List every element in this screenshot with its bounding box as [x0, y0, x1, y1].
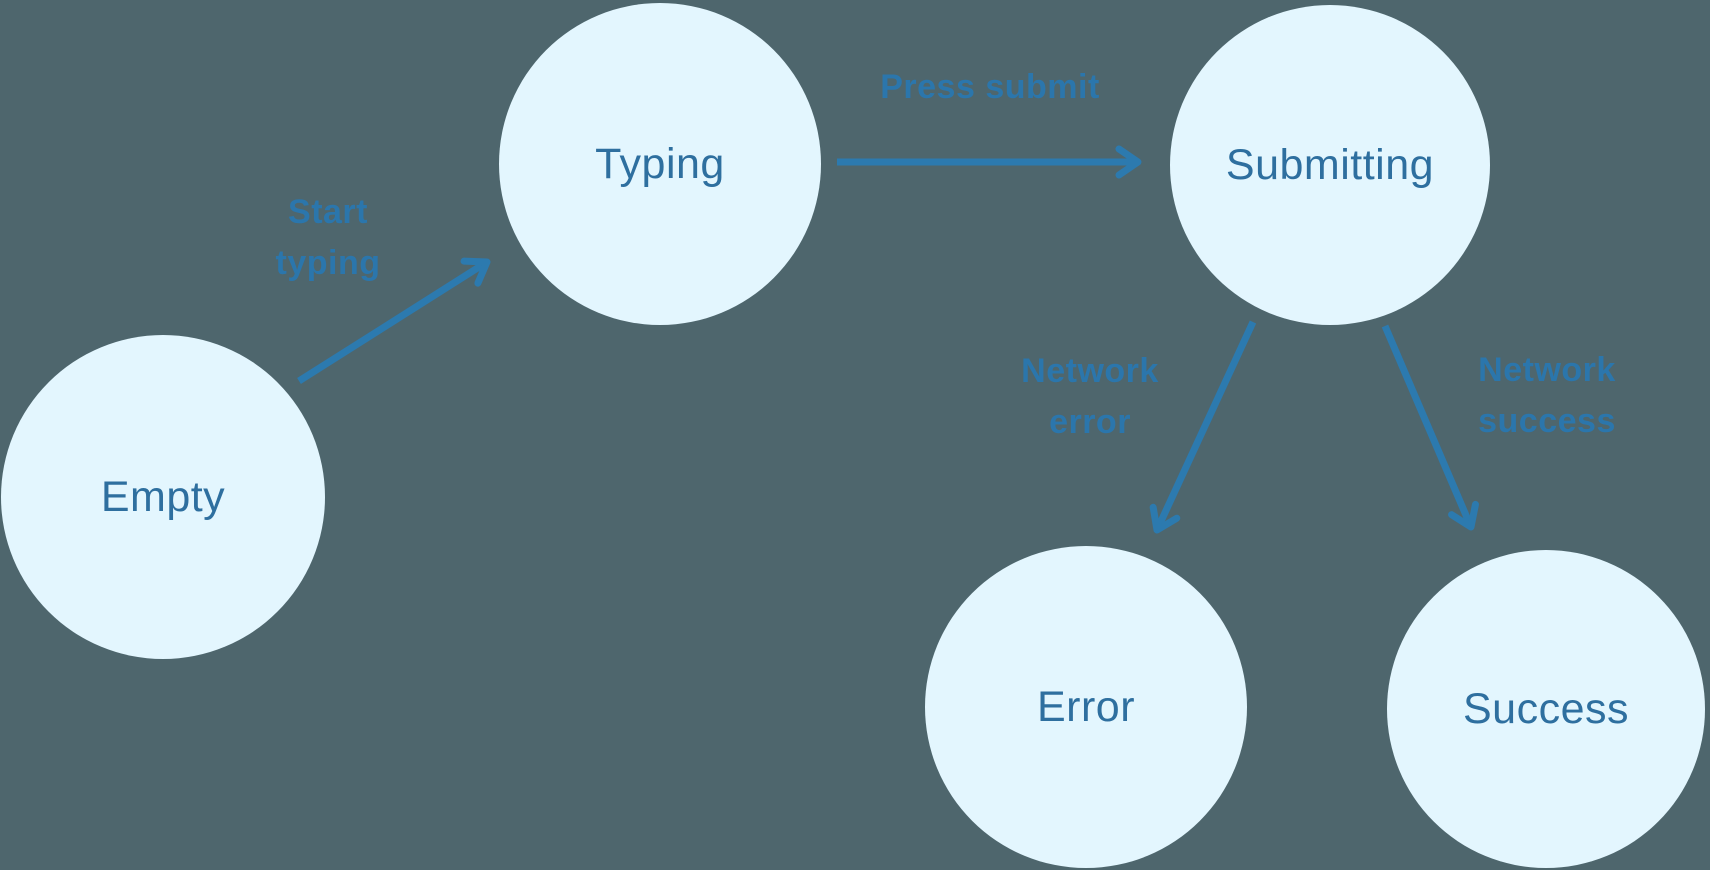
state-node-typing: Typing [499, 3, 821, 325]
edge-label-network-success: Network success [1422, 345, 1672, 447]
state-node-success: Success [1387, 550, 1705, 868]
edge-label-line: Network [1478, 351, 1616, 389]
edge-label-start-typing: Start typing [218, 187, 438, 289]
state-node-label: Submitting [1225, 140, 1435, 189]
state-node-label: Success [1462, 684, 1629, 733]
state-node-label: Empty [100, 472, 226, 521]
edge-label-line: error [1049, 403, 1131, 441]
state-node-empty: Empty [1, 335, 325, 659]
state-node-label: Typing [595, 139, 725, 188]
edge-label-press-submit: Press submit [840, 62, 1140, 112]
state-node-error: Error [925, 546, 1247, 868]
state-node-submitting: Submitting [1170, 5, 1490, 325]
edge-label-network-error: Network error [965, 346, 1215, 448]
edge-label-line: Press submit [880, 68, 1100, 106]
edge-label-line: Start [288, 193, 368, 231]
state-node-label: Error [1036, 682, 1136, 731]
edge-label-line: typing [275, 244, 381, 282]
edge-label-line: success [1478, 402, 1616, 440]
edge-label-line: Network [1021, 352, 1159, 390]
